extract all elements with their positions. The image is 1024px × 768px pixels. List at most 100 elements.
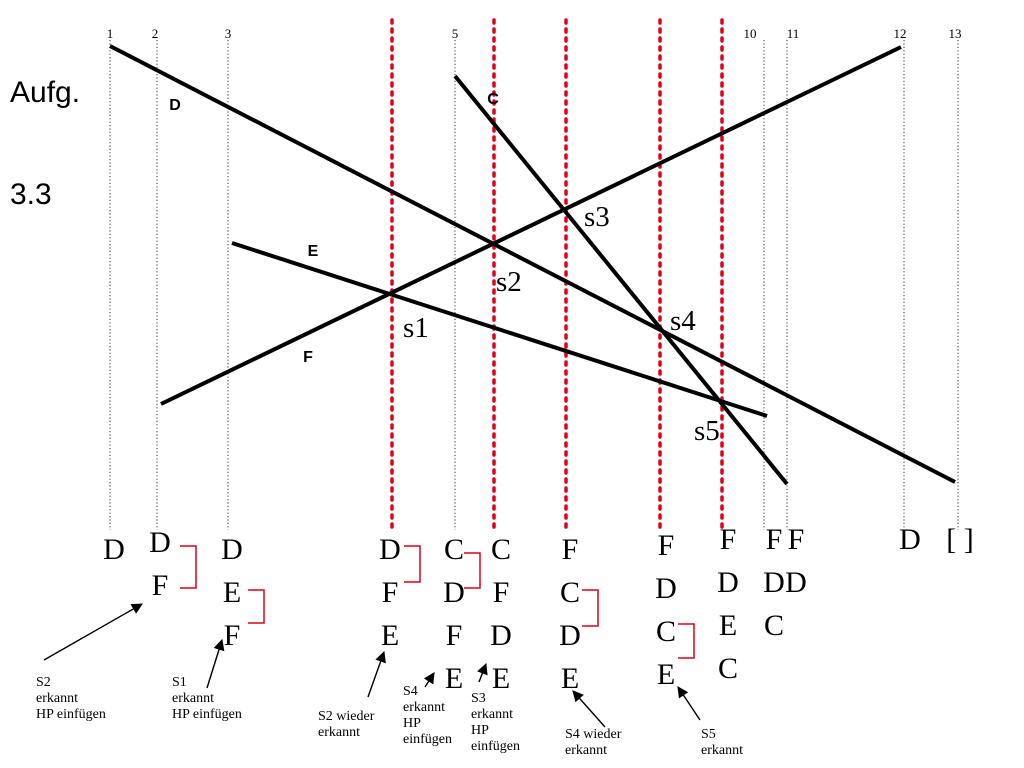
event-note-line: S4 wieder [565,727,622,742]
event-note-line: HP einfügen [36,707,106,722]
status-letter: F [720,523,737,556]
status-letter: F [446,619,463,652]
segment-label: F [303,349,313,366]
status-letter: D [221,533,243,566]
status-letter: E [381,619,399,652]
event-note-line: erkannt [318,725,360,740]
note-arrows [43,603,701,728]
status-letter: F [658,529,675,562]
event-guide-lines [109,40,959,530]
status-letter: C [444,533,464,566]
title-line-2: 3.3 [10,178,52,211]
line-segment [453,74,789,486]
neighbor-bracket [582,589,599,627]
event-note-line: S1 [172,675,187,690]
status-letter: D [899,523,921,556]
status-letter: F [788,523,805,556]
status-letter: D [379,533,401,566]
column-number: 12 [894,26,907,41]
status-letter: E [657,658,675,691]
event-note-line: S5 [701,727,716,742]
column-number: 1 [107,26,114,41]
status-letter: C [718,652,738,685]
event-note-line: erkannt [565,743,607,758]
status-letter: C [560,576,580,609]
note-arrow [43,603,143,661]
status-letter: E [561,662,579,695]
segment-labels: D C E F [169,91,499,366]
event-note-line: S4 [403,684,418,699]
status-letter: C [656,615,676,648]
status-letter: E [492,662,510,695]
status-letter: [ ] [946,523,973,556]
status-letter: D [717,566,739,599]
event-note-line: erkannt [471,707,513,722]
column-number: 5 [452,26,459,41]
event-note-line: erkannt [403,700,445,715]
status-letter: D [103,533,125,566]
event-note-line: erkannt [172,691,214,706]
status-letter: F [382,576,399,609]
neighbor-brackets [180,545,695,659]
event-note-line: einfügen [471,739,520,754]
event-note-line: erkannt [36,691,78,706]
event-note-line: einfügen [403,732,452,747]
column-number: 10 [744,26,757,41]
note-arrow [367,650,386,698]
column-number: 13 [949,26,962,41]
sweep-lines [390,18,724,534]
line-segment [231,241,768,418]
status-letter: E [719,609,737,642]
event-note-line: HP einfügen [172,707,242,722]
status-letter: C [491,533,511,566]
status-letter: C [764,609,784,642]
intersection-label: s3 [584,201,610,233]
status-letter: F [493,576,510,609]
neighbor-bracket [248,589,265,624]
line-segments [109,44,956,486]
exercise-title: Aufg. 3.3 [10,8,80,246]
status-letter: F [562,533,579,566]
status-letter: D [490,619,512,652]
event-note-line: S2 [36,675,51,690]
segment-label: D [169,97,181,114]
event-note-line: S3 [471,691,486,706]
intersection-label: s1 [403,312,429,344]
status-letter: F [152,569,169,602]
intersection-label: s5 [694,415,720,447]
note-arrow [423,672,435,688]
neighbor-bracket [180,545,197,589]
segment-label: E [308,243,319,260]
status-letter: D [655,572,677,605]
column-number: 2 [152,26,159,41]
line-segment [160,45,902,406]
status-letter: D [763,566,785,599]
event-note-line: HP [471,723,489,738]
event-note-line: S2 wieder [318,709,375,724]
event-note-line: erkannt [701,743,743,758]
title-line-1: Aufg. [10,76,81,109]
status-letter: D [559,619,581,652]
status-letter: F [224,619,241,652]
segment-label: C [487,91,499,108]
note-arrow [206,638,225,689]
status-letter: D [785,566,807,599]
neighbor-bracket [404,545,421,583]
status-letter: E [223,576,241,609]
event-note-line: HP [403,716,421,731]
note-arrow [477,662,488,683]
neighbor-bracket [678,623,695,659]
intersection-label: s2 [496,266,522,298]
column-number: 3 [225,26,232,41]
status-letter: D [443,576,465,609]
